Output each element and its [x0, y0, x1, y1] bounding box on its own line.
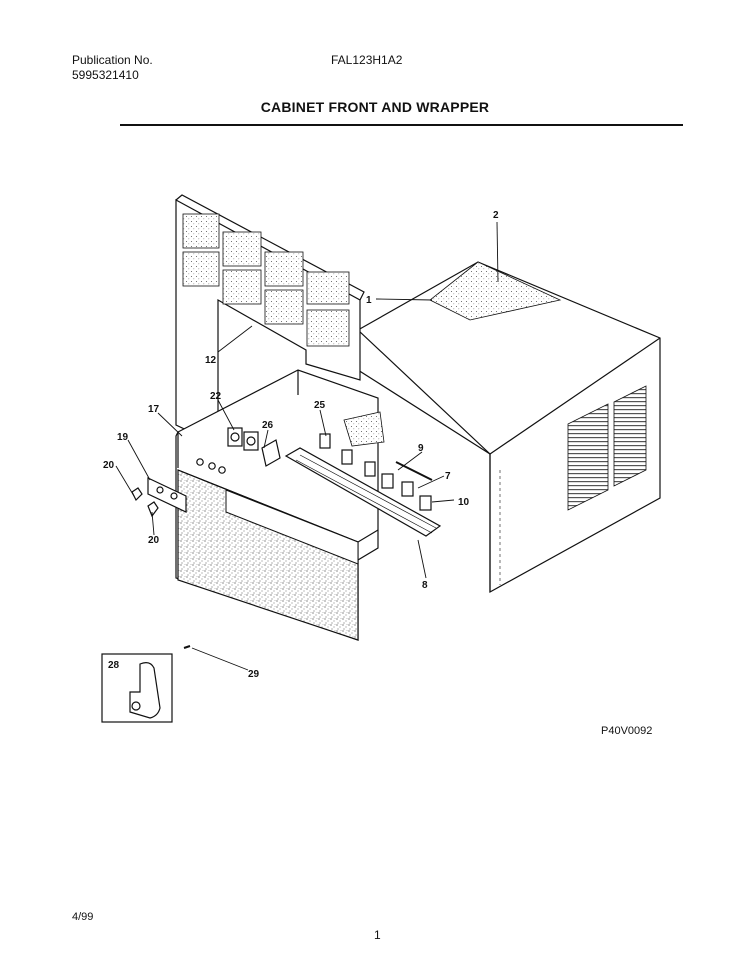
diagram-code: P40V0092: [601, 725, 653, 737]
publication-label: Publication No.: [72, 53, 153, 67]
callout-7: 7: [445, 471, 451, 482]
callout-20-lower: 20: [148, 535, 160, 546]
callout-9: 9: [418, 443, 424, 454]
callout-10: 10: [458, 497, 470, 508]
callout-28: 28: [108, 660, 120, 671]
callout-22: 22: [210, 391, 222, 402]
publication-number: 5995321410: [72, 68, 139, 82]
control-bracket: [284, 447, 442, 537]
cabinet-wrapper: [356, 261, 661, 594]
callout-20-upper: 20: [103, 460, 115, 471]
model-number: FAL123H1A2: [331, 53, 403, 67]
callout-26: 26: [262, 420, 274, 431]
callout-25: 25: [314, 400, 326, 411]
inset-detail: [101, 653, 173, 723]
page-number: 1: [374, 928, 381, 942]
screw-part: [183, 645, 191, 649]
title-rule: [120, 124, 683, 126]
callout-labels: 1 2 12 17 19 20 20 22 26 25 9 7 10 8 28 …: [103, 210, 499, 680]
callout-2: 2: [493, 210, 499, 221]
callout-8: 8: [422, 580, 428, 591]
callout-12: 12: [205, 355, 217, 366]
callout-19: 19: [117, 432, 129, 443]
filter-frame: [175, 194, 365, 446]
control-parts: [131, 411, 433, 518]
callout-29: 29: [248, 669, 260, 680]
page-title: CABINET FRONT AND WRAPPER: [260, 99, 490, 115]
leader-lines: [115, 221, 499, 671]
callout-17: 17: [148, 404, 160, 415]
date-stamp: 4/99: [72, 911, 94, 923]
callout-1: 1: [366, 295, 372, 306]
